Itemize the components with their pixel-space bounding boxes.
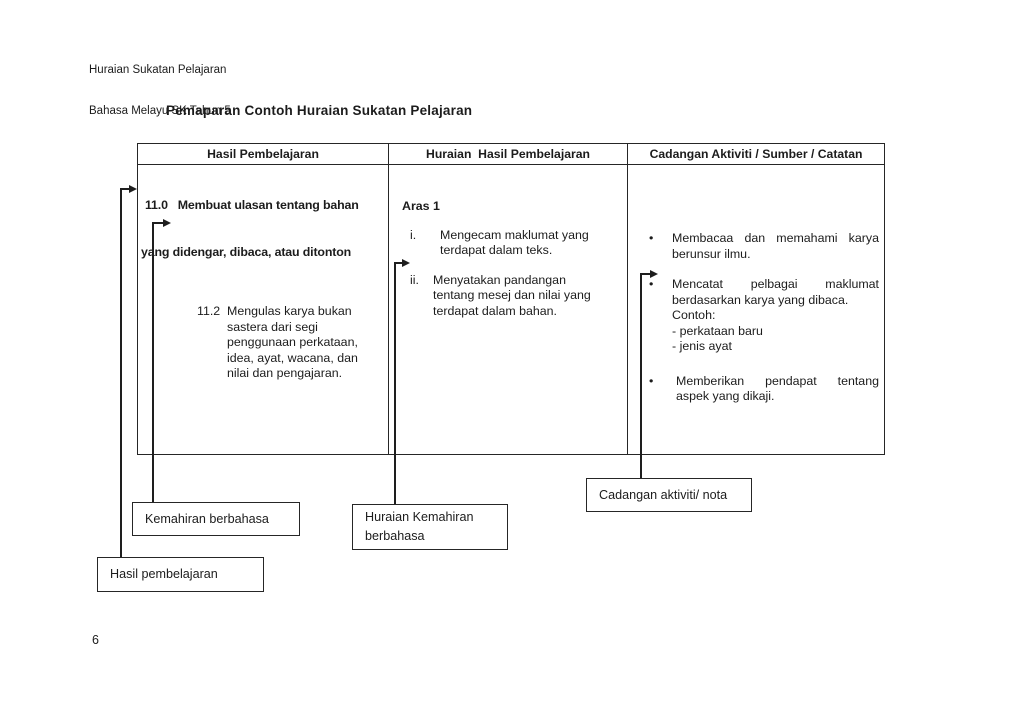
arrow-to-activities: [650, 269, 658, 278]
page-number: 6: [92, 633, 99, 647]
cell-huraian-hasil-pembelajaran: Aras 1 i. Mengecam maklumat yang terdapa…: [389, 165, 628, 454]
connector-cadangan-line: [640, 273, 642, 478]
roman-marker-ii: ii.: [410, 272, 419, 287]
description-item-ii: ii. Menyatakan pandangan tentang mesej d…: [410, 273, 627, 320]
level-heading: Aras 1: [402, 199, 440, 213]
learning-outcome-heading-line1: 11.0 Membuat ulasan tentang bahan: [145, 198, 359, 212]
subitem-text: Mengulas karya bukan sastera dari segi p…: [227, 304, 358, 380]
bullet-icon: •: [649, 231, 654, 245]
subitem-number: 11.2: [197, 304, 221, 318]
connector-hasil-pembelajaran-line: [120, 188, 122, 557]
connector-huraian-elbow: [394, 262, 403, 264]
connector-hasil-pembelajaran-elbow: [120, 188, 130, 190]
header-line-1: Huraian Sukatan Pelajaran: [89, 64, 227, 76]
callout-huraian-kemahiran-berbahasa: Huraian Kemahiran berbahasa: [352, 504, 508, 550]
activity-item-2: • Mencatat pelbagai maklumat berdasarkan…: [649, 277, 884, 355]
activity-item-1-text: Membacaa dan memahami karya berunsur ilm…: [672, 231, 879, 261]
column-header-cadangan-aktiviti: Cadangan Aktiviti / Sumber / Catatan: [628, 144, 884, 165]
connector-kemahiran-elbow: [152, 222, 164, 224]
connector-huraian-line: [394, 262, 396, 504]
header-line-2: Bahasa Melayu SK Tahun 5: [89, 104, 231, 117]
learning-outcome-heading: 11.0 Membuat ulasan tentang bahan yang d…: [138, 167, 388, 291]
description-item-i-text: Mengecam maklumat yang terdapat dalam te…: [440, 227, 589, 258]
activity-item-3: • Memberikan pendapat tentang aspek yang…: [649, 374, 884, 405]
page-title: Pemaparan Contoh Huraian Sukatan Pelajar…: [166, 103, 473, 118]
column-header-hasil-pembelajaran: Hasil Pembelajaran: [138, 144, 389, 165]
roman-marker-i: i.: [410, 227, 417, 242]
document-running-header: Huraian Sukatan Pelajaran Bahasa Melayu …: [89, 37, 231, 145]
cell-cadangan-aktiviti: • Membacaa dan memahami karya berunsur i…: [628, 165, 884, 454]
learning-outcome-heading-line2: yang didengar, dibaca, atau ditonton: [141, 244, 352, 259]
activity-item-2-text: Mencatat pelbagai maklumat berdasarkan k…: [672, 277, 879, 353]
description-item-ii-text: Menyatakan pandangan tentang mesej dan n…: [433, 272, 591, 318]
description-item-i: i. Mengecam maklumat yang terdapat dalam…: [410, 228, 627, 259]
bullet-icon: •: [649, 277, 654, 291]
arrow-to-description: [402, 258, 410, 267]
callout-kemahiran-berbahasa: Kemahiran berbahasa: [132, 502, 300, 536]
connector-cadangan-elbow: [640, 273, 651, 275]
curriculum-table: Hasil Pembelajaran Huraian Hasil Pembela…: [137, 143, 885, 455]
activity-item-3-text: Memberikan pendapat tentang aspek yang d…: [676, 373, 879, 404]
cell-hasil-pembelajaran: 11.0 Membuat ulasan tentang bahan yang d…: [138, 165, 389, 454]
arrow-to-subskill: [163, 218, 171, 227]
callout-cadangan-aktiviti-nota: Cadangan aktiviti/ nota: [586, 478, 752, 512]
bullet-icon: •: [649, 373, 654, 388]
learning-outcome-subitem: 11.2 Mengulas karya bukan sastera dari s…: [197, 304, 388, 382]
arrow-to-learning-outcome: [129, 184, 137, 193]
activity-item-1: • Membacaa dan memahami karya berunsur i…: [649, 231, 884, 262]
column-header-huraian-hasil-pembelajaran: Huraian Hasil Pembelajaran: [389, 144, 628, 165]
connector-kemahiran-line: [152, 222, 154, 502]
callout-hasil-pembelajaran: Hasil pembelajaran: [97, 557, 264, 592]
